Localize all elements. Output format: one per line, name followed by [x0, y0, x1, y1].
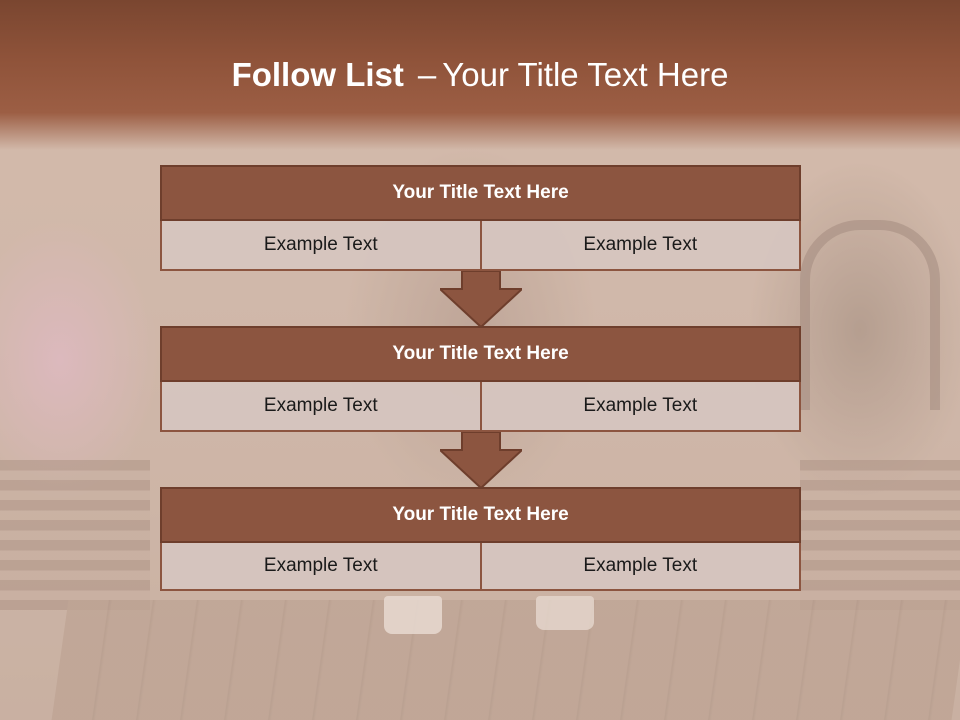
- photo-chair-right: [800, 460, 960, 610]
- block-cell-right: Example Text: [481, 382, 801, 432]
- block-title: Your Title Text Here: [160, 165, 801, 221]
- photo-cup: [536, 596, 594, 630]
- photo-chair-left: [0, 460, 150, 610]
- slide-title-rest: Your Title Text Here: [442, 56, 729, 93]
- follow-block-3: Your Title Text Here Example Text Exampl…: [160, 487, 801, 591]
- block-cell-left: Example Text: [160, 543, 482, 591]
- title-band: [0, 0, 960, 150]
- slide-title-separator: –: [417, 56, 437, 93]
- down-arrow-icon: [440, 432, 522, 488]
- block-cell-left: Example Text: [160, 382, 482, 432]
- block-row: Example Text Example Text: [160, 382, 801, 432]
- block-cell-left: Example Text: [160, 221, 482, 271]
- slide-title: Follow List–Your Title Text Here: [0, 56, 960, 94]
- block-cell-right: Example Text: [481, 543, 801, 591]
- follow-block-1: Your Title Text Here Example Text Exampl…: [160, 165, 801, 271]
- slide-title-bold: Follow List: [231, 56, 404, 93]
- photo-cup: [384, 596, 442, 634]
- down-arrow-icon: [440, 271, 522, 327]
- block-cell-right: Example Text: [481, 221, 801, 271]
- block-title: Your Title Text Here: [160, 326, 801, 382]
- photo-chair-back: [800, 220, 940, 410]
- block-title: Your Title Text Here: [160, 487, 801, 543]
- block-row: Example Text Example Text: [160, 221, 801, 271]
- follow-block-2: Your Title Text Here Example Text Exampl…: [160, 326, 801, 432]
- block-row: Example Text Example Text: [160, 543, 801, 591]
